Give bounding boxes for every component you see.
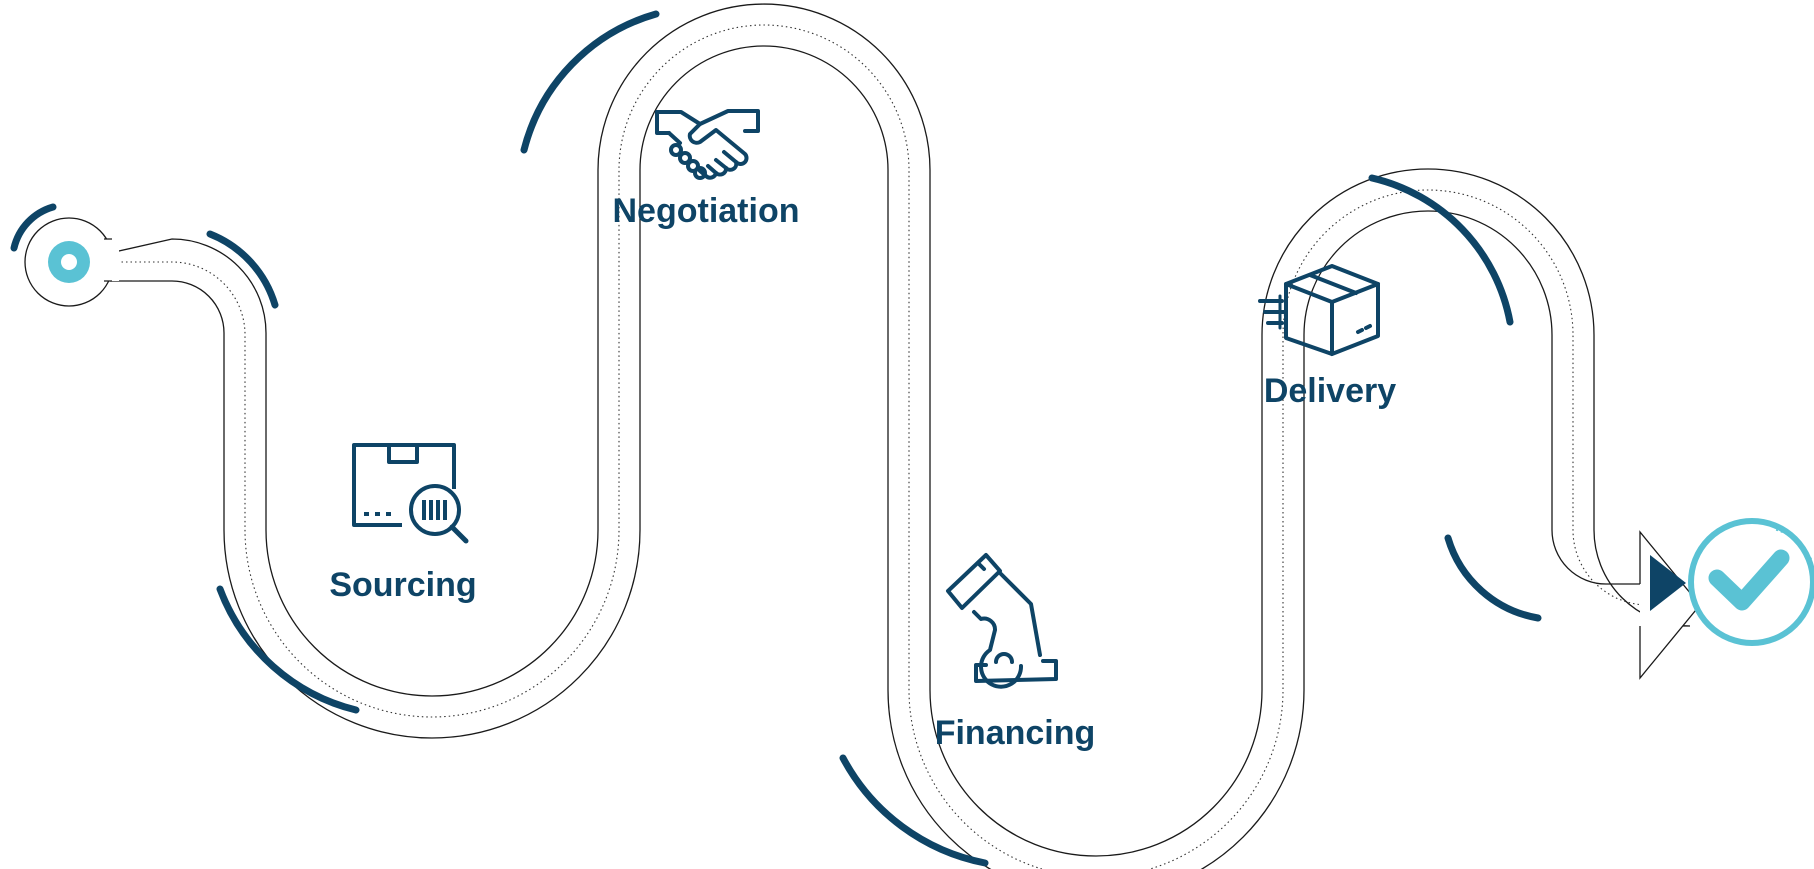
handshake-icon: [655, 109, 760, 180]
accent-arc-3: [520, 10, 660, 154]
accent-arc-2: [216, 585, 360, 714]
track-center-dotted-line: [90, 24, 1664, 869]
track-inner-edge: [110, 45, 1664, 869]
fast-delivery-box-icon: [1258, 264, 1380, 356]
accent-arc-1: [206, 230, 279, 309]
box-barcode-search-icon: [352, 443, 469, 544]
step-label-delivery: Delivery: [1264, 372, 1396, 410]
hand-card-payment-icon: [946, 553, 1058, 689]
step-label-negotiation: Negotiation: [613, 192, 800, 230]
accent-arc-5: [1368, 174, 1514, 326]
start-marker: [24, 217, 119, 307]
accent-arc-4: [839, 754, 989, 867]
accent-arc-6: [1444, 534, 1542, 622]
accent-arcs: [10, 10, 1542, 867]
roadmap-track: [69, 3, 1691, 869]
track-outer-edge: [69, 3, 1691, 857]
checkmark-circle-icon: [1688, 518, 1814, 646]
accent-arc-start: [10, 203, 57, 252]
start-dot-icon: [48, 241, 90, 283]
step-label-financing: Financing: [935, 714, 1096, 752]
end-arrow: [1639, 530, 1701, 680]
step-label-sourcing: Sourcing: [329, 566, 476, 604]
